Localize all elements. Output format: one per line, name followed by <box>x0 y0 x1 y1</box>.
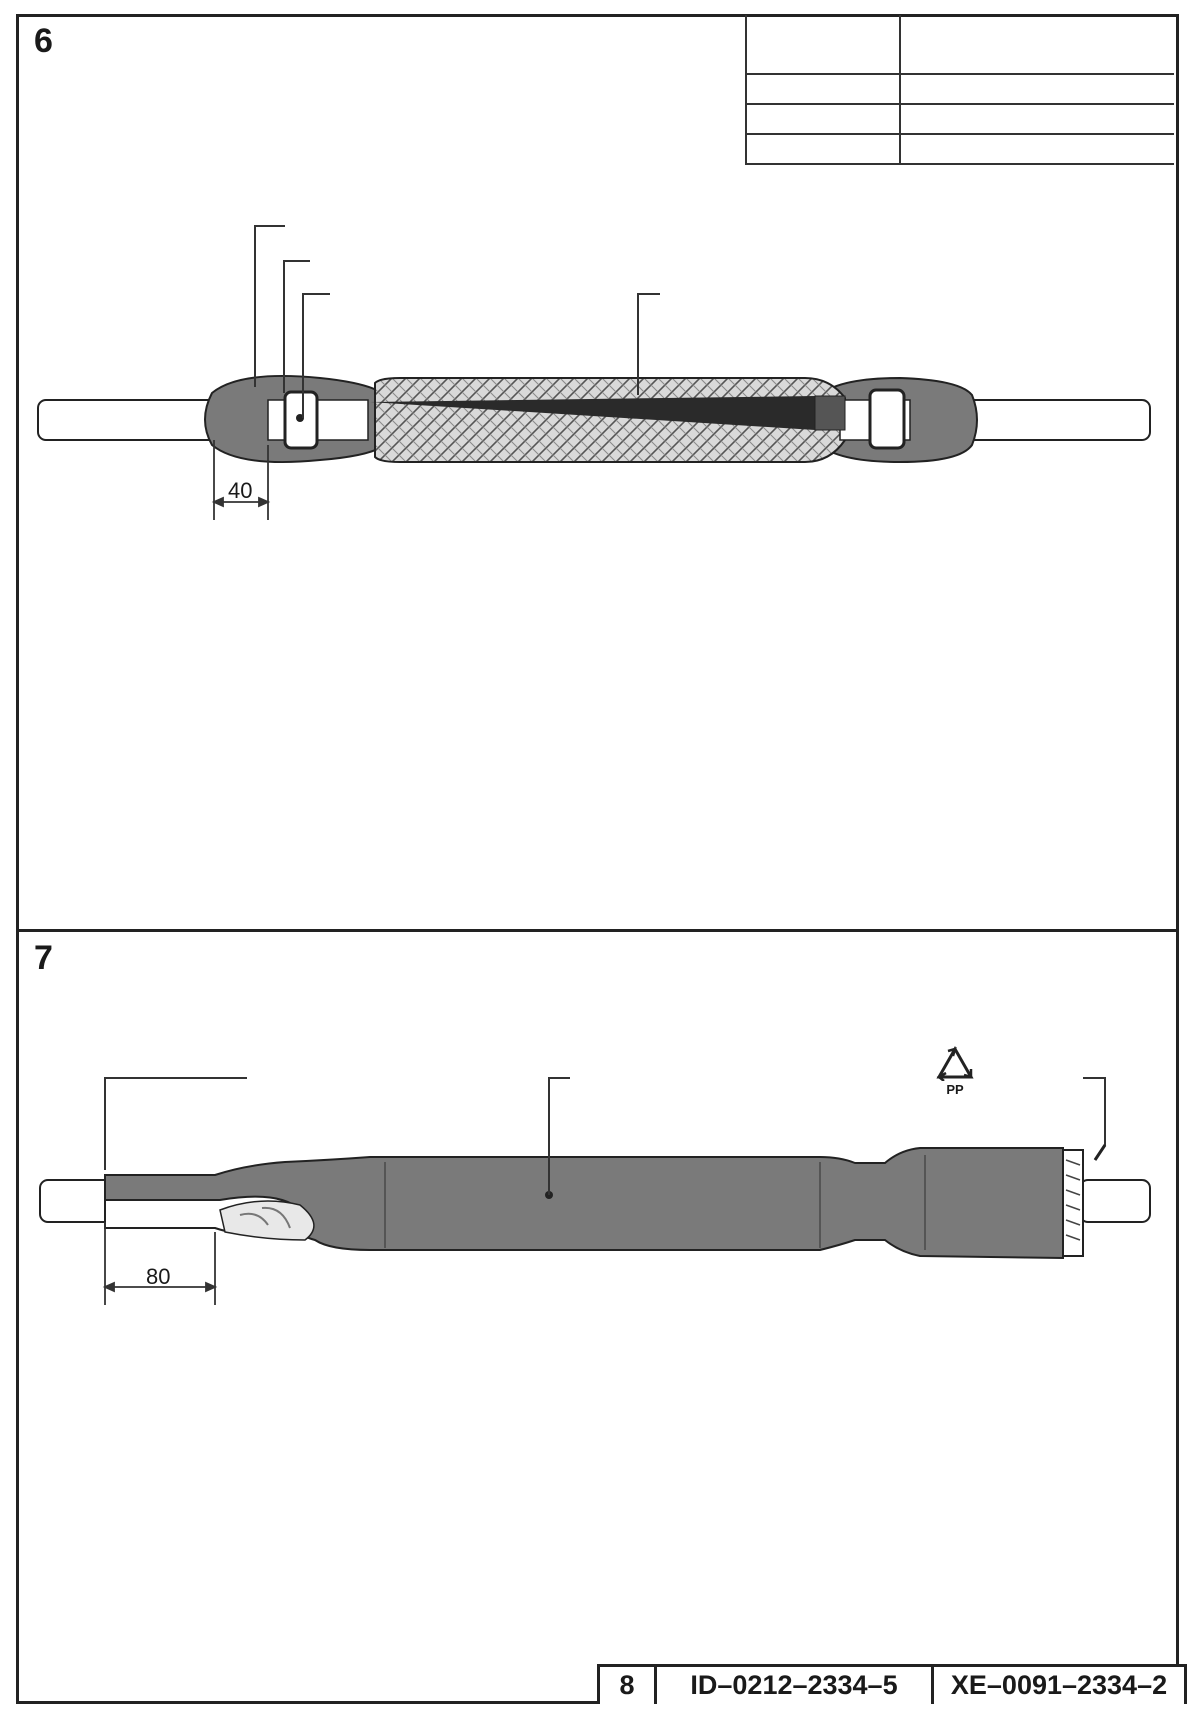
recycle-material-label: PP <box>946 1082 964 1097</box>
end-ring <box>1062 1149 1084 1257</box>
dimension-80-label: 80 <box>146 1264 171 1289</box>
kit-table-row-divider <box>747 103 1174 105</box>
page-number: 8 <box>600 1667 657 1704</box>
dimension-40-lines <box>211 440 271 520</box>
filler-block <box>814 395 846 431</box>
document-id: ID–0212–2334–5 <box>657 1667 934 1704</box>
tape-cutaway <box>219 1200 315 1241</box>
right-connector <box>868 388 906 450</box>
kit-table-row-divider <box>747 133 1174 135</box>
recycle-symbol: PP <box>928 1045 982 1097</box>
kit-table <box>745 15 1174 165</box>
step-6-number: 6 <box>34 22 53 60</box>
section-divider <box>16 929 1179 932</box>
step-7-drawing <box>39 1077 1151 1305</box>
recycle-triangle-icon <box>936 1045 974 1082</box>
step-6-drawing <box>37 225 1151 520</box>
step-7-number: 7 <box>34 939 53 977</box>
filler-wedge <box>370 396 815 430</box>
kit-table-row-divider <box>747 73 1174 75</box>
title-block: 8 ID–0212–2334–5 XE–0091–2334–2 <box>597 1664 1187 1704</box>
kit-table-column-divider <box>899 15 901 163</box>
dimension-40-label: 40 <box>228 478 253 503</box>
drawing-id: XE–0091–2334–2 <box>950 1670 1168 1700</box>
dimension-80-lines <box>102 1222 218 1305</box>
sleeve-shading <box>384 1155 926 1250</box>
step-6-leader-lines <box>254 225 660 418</box>
cable-right <box>1079 1179 1151 1223</box>
